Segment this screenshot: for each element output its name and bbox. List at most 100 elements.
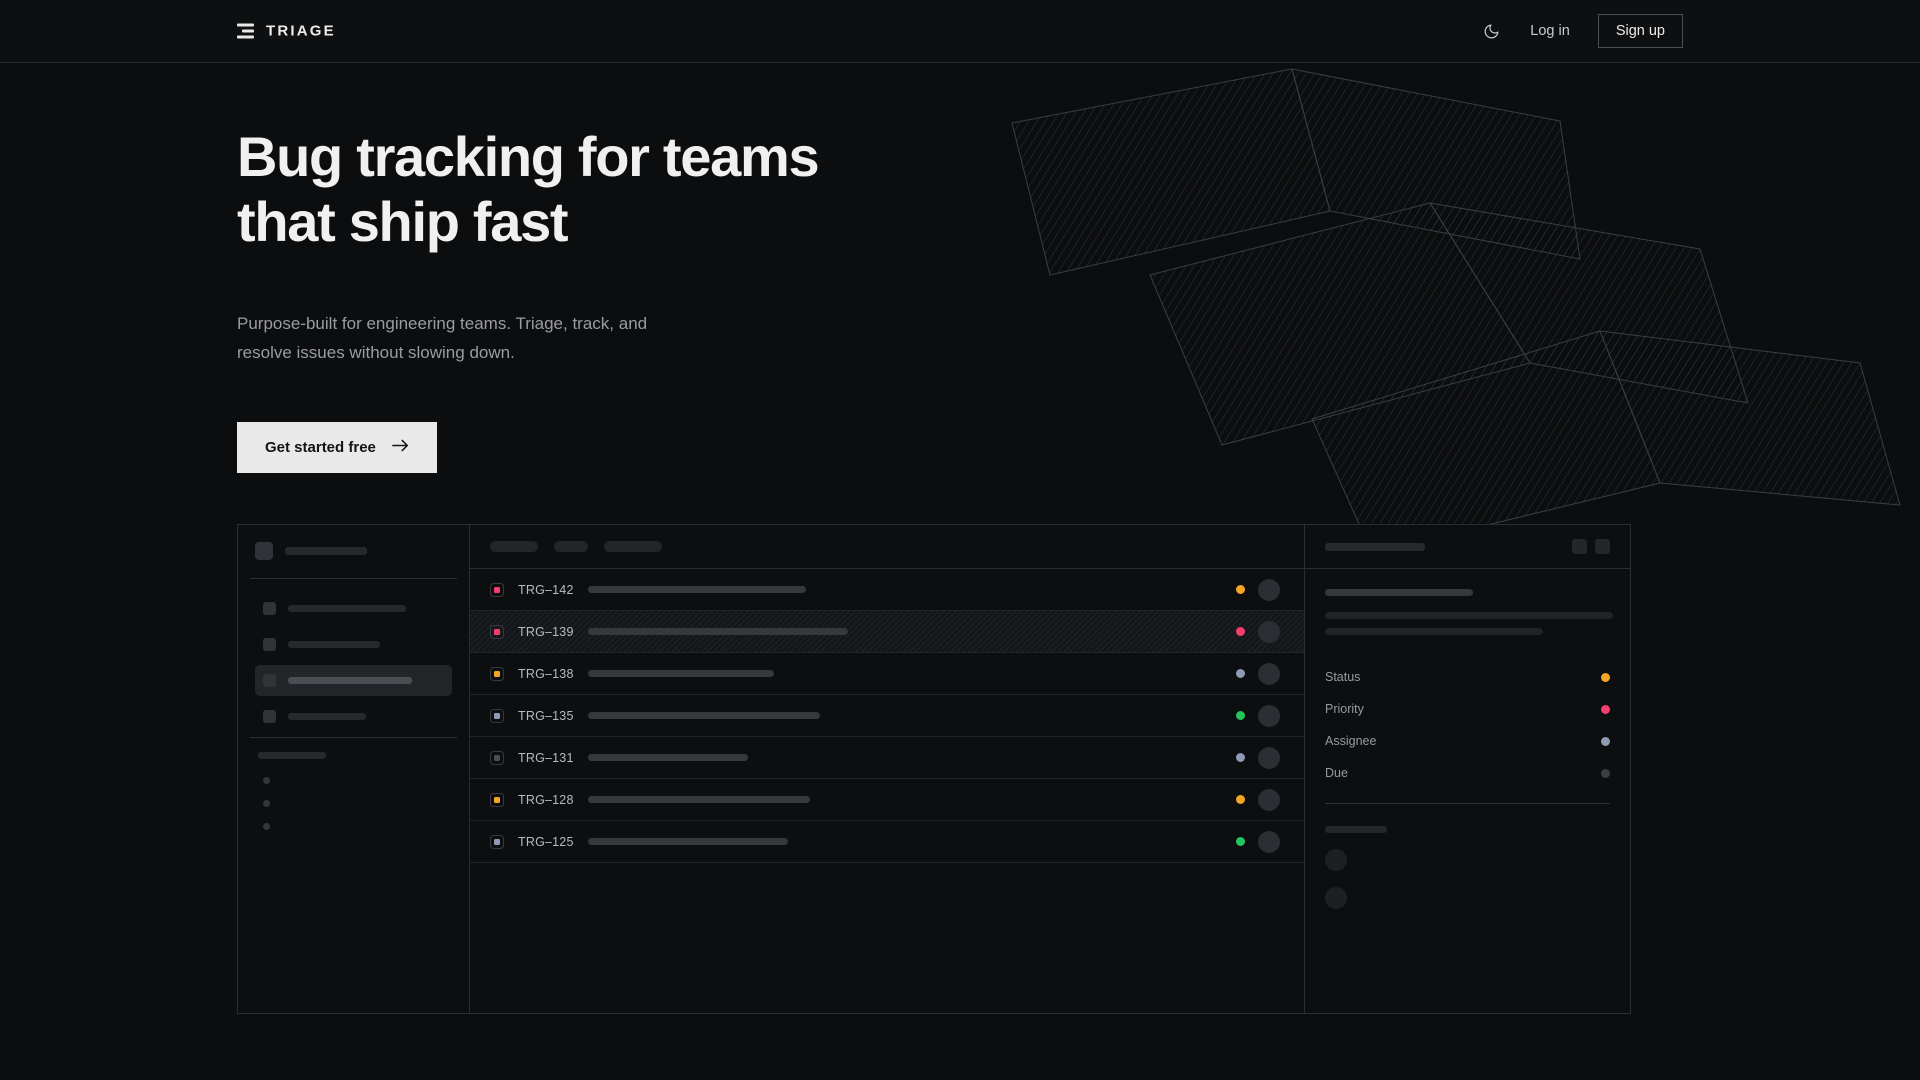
issue-title-placeholder [588,628,848,635]
sidebar-nav-label-placeholder [288,713,366,720]
issue-row[interactable]: TRG–125 [470,821,1304,863]
mockup-sidebar [238,525,470,1013]
moon-icon[interactable] [1480,20,1502,42]
issue-title-placeholder [588,670,774,677]
hero-headline: Bug tracking for teams that ship fast [237,125,820,253]
detail-meta-value-dot [1601,736,1610,746]
sidebar-sub-dot-icon [263,777,270,784]
issue-row[interactable]: TRG–139 [470,611,1304,653]
issue-row[interactable]: TRG–142 [470,569,1304,611]
detail-action-icon-1[interactable] [1572,539,1587,554]
status-dot [1236,627,1245,636]
sidebar-nav-icon [263,638,276,651]
assignee-avatar [1258,788,1280,811]
issue-id: TRG–135 [518,708,574,723]
workspace-icon [255,542,273,560]
cta-label: Get started free [265,439,376,457]
mockup-sidebar-logo [255,542,452,560]
detail-footer-label-placeholder [1325,826,1387,833]
toolbar-tab-2[interactable] [604,541,662,552]
sidebar-nav-label-placeholder [288,605,406,612]
get-started-button[interactable]: Get started free [237,422,437,474]
sidebar-nav-icon [263,602,276,615]
assignee-avatar [1258,578,1280,601]
signup-button[interactable]: Sign up [1597,14,1683,48]
issue-title-placeholder [588,838,788,845]
hero-section: Bug tracking for teams that ship fast Pu… [237,125,820,474]
issue-id: TRG–142 [518,582,574,597]
detail-meta-label: Priority [1325,702,1364,716]
issue-row[interactable]: TRG–128 [470,779,1304,821]
assignee-avatar [1258,746,1280,769]
sidebar-nav-label-placeholder [288,677,412,684]
issue-row[interactable]: TRG–138 [470,653,1304,695]
detail-meta-row[interactable]: Status [1325,661,1610,693]
sidebar-divider-2 [250,737,457,738]
detail-meta-value-dot [1601,704,1610,714]
issue-row[interactable]: TRG–131 [470,737,1304,779]
sidebar-section-label-placeholder [258,752,326,759]
detail-header [1305,525,1630,569]
assignee-avatar [1258,830,1280,853]
stacked-bars-icon [237,23,254,39]
login-link[interactable]: Log in [1530,23,1570,39]
detail-title-placeholder [1325,589,1473,596]
issue-title-placeholder [588,796,810,803]
detail-meta-row[interactable]: Due [1325,757,1610,789]
detail-meta-row[interactable]: Priority [1325,693,1610,725]
sidebar-nav-icon [263,710,276,723]
assignee-avatar [1258,620,1280,643]
mockup-toolbar [470,525,1304,569]
priority-indicator [490,624,504,639]
issue-id: TRG–128 [518,792,574,807]
detail-body-line-0 [1325,612,1613,619]
status-dot [1236,837,1245,846]
priority-indicator [490,666,504,681]
priority-indicator [490,582,504,597]
sidebar-sub-item-0[interactable] [255,769,452,792]
sidebar-sub-item-1[interactable] [255,792,452,815]
assignee-avatar [1258,704,1280,727]
detail-divider [1325,803,1610,804]
status-dot [1236,711,1245,720]
detail-meta-label: Due [1325,766,1348,780]
status-dot [1236,753,1245,762]
workspace-name-placeholder [285,547,367,555]
sidebar-sub-item-2[interactable] [255,815,452,838]
detail-text-placeholders [1325,612,1613,635]
issue-id: TRG–138 [518,666,574,681]
brand-name: TRIAGE [266,22,336,40]
issue-title-placeholder [588,586,806,593]
detail-footer-avatars [1325,849,1610,909]
detail-meta-row[interactable]: Assignee [1325,725,1610,757]
sidebar-divider [250,578,457,579]
sidebar-nav-icon [263,674,276,687]
detail-meta-value-dot [1601,672,1610,682]
detail-action-icon-2[interactable] [1595,539,1610,554]
sidebar-nav-item-3[interactable] [255,701,452,732]
status-dot [1236,585,1245,594]
detail-body-line-1 [1325,628,1543,635]
sidebar-nav-item-2[interactable] [255,665,452,696]
sidebar-nav-item-0[interactable] [255,593,452,624]
brand-logo[interactable]: TRIAGE [237,23,336,40]
issue-row[interactable]: TRG–135 [470,695,1304,737]
detail-meta-label: Assignee [1325,734,1377,748]
detail-meta-label: Status [1325,670,1361,684]
assignee-avatar [1258,662,1280,685]
issue-title-placeholder [588,712,820,719]
toolbar-tab-0[interactable] [490,541,538,552]
mockup-sidebar-sublist [255,769,452,838]
sidebar-nav-item-1[interactable] [255,629,452,660]
mockup-sidebar-nav [255,593,452,732]
toolbar-tab-1[interactable] [554,541,588,552]
hero-subheadline: Purpose-built for engineering teams. Tri… [237,313,648,363]
priority-indicator [490,792,504,807]
site-header: TRIAGE Log in Sign up [0,0,1920,63]
detail-footer [1305,804,1630,909]
